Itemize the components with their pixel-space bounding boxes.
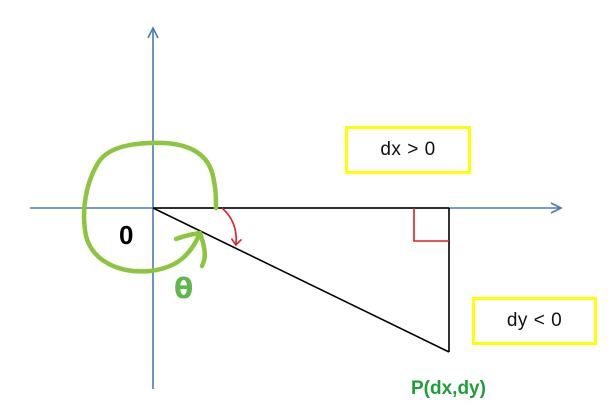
point-label: P(dx,dy) bbox=[411, 378, 486, 399]
hypotenuse bbox=[152, 207, 450, 353]
origin-label: 0 bbox=[119, 220, 134, 250]
dy-condition-box: dy < 0 bbox=[472, 297, 597, 345]
theta-label: θ bbox=[174, 272, 194, 305]
dy-condition-text: dy < 0 bbox=[506, 310, 563, 331]
dx-condition-text: dx > 0 bbox=[380, 139, 436, 160]
circular-arrow-icon bbox=[81, 140, 219, 274]
dx-condition-box: dx > 0 bbox=[345, 126, 471, 174]
right-angle-marker-icon bbox=[413, 208, 449, 242]
angle-arc-icon bbox=[221, 207, 242, 247]
